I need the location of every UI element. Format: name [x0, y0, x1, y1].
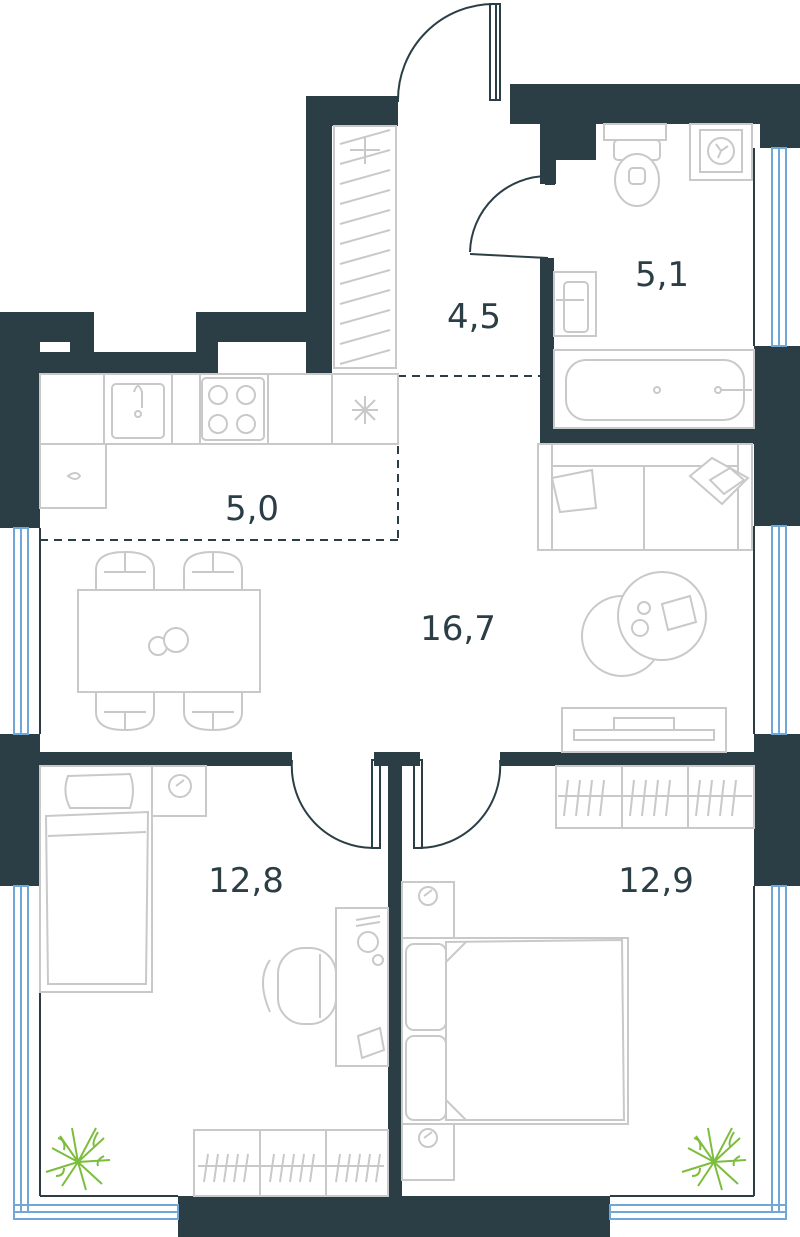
- living-area-label: 16,7: [420, 609, 496, 649]
- bedroom-left-area-label: 12,8: [208, 861, 284, 901]
- hall-area-label: 4,5: [447, 297, 501, 337]
- bathroom-area-label: 5,1: [635, 255, 689, 295]
- walls: [0, 84, 800, 1237]
- kitchen-area-label: 5,0: [225, 489, 279, 529]
- bedroom-right-area-label: 12,9: [618, 861, 694, 901]
- doors: [290, 3, 555, 850]
- kitchen-units: [39, 373, 399, 509]
- plant-icon: [45, 1127, 111, 1191]
- plant-icon: [681, 1127, 747, 1191]
- interior-outline: [39, 148, 755, 1197]
- zone-dividers: [40, 375, 540, 541]
- bedroom-right-furniture: [401, 765, 755, 1191]
- room-area-labels: 4,5 5,1 5,0 16,7 12,8 12,9: [208, 255, 694, 901]
- bathroom-fixtures: [553, 123, 755, 429]
- hall-wardrobe: [333, 125, 397, 369]
- windows: [13, 147, 787, 1220]
- bedroom-left-furniture: [39, 765, 389, 1197]
- living-furniture: [77, 443, 753, 753]
